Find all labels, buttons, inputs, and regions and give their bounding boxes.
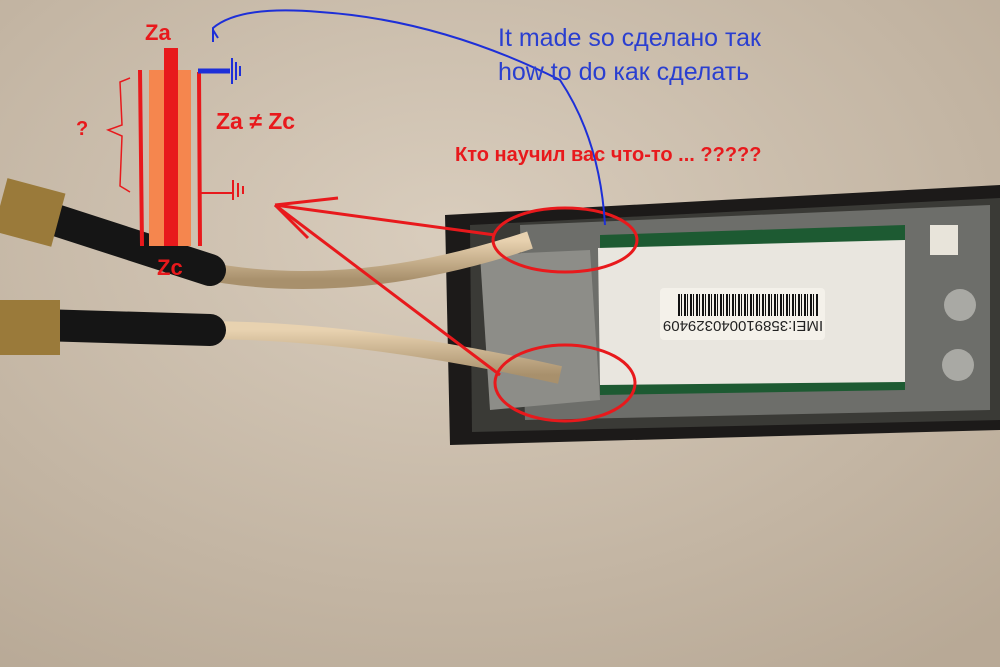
coax-diagram [105, 9, 860, 247]
shield [138, 69, 202, 247]
blue-curve-arrow [212, 9, 606, 226]
sma-connector-bottom [0, 300, 60, 355]
ground-symbol-blue [231, 58, 241, 84]
blue-annotation-line2: how to do как сделать [498, 58, 750, 86]
center-conductor [164, 48, 178, 246]
ground-symbol-red [200, 180, 244, 200]
red-arrows [273, 196, 501, 377]
za-label: Za [145, 20, 171, 45]
brace [105, 77, 131, 193]
highlight-ellipse-bottom [493, 343, 637, 423]
sma-connector-top [0, 178, 66, 247]
impedance-inequality: Za ≠ Zc [216, 108, 296, 134]
imei-text: IMEI:358910040329409 [663, 317, 823, 334]
usb-modem-device [445, 185, 1000, 445]
barcode [678, 294, 818, 316]
zc-label: Zc [157, 255, 183, 280]
red-question-annotation: Кто научил вас что-то ... ????? [455, 144, 762, 166]
coax-cables [0, 178, 562, 384]
blue-annotation-line1: It made so сделано так [498, 24, 761, 52]
question-mark: ? [76, 118, 89, 140]
highlight-ellipse-top [491, 206, 639, 274]
